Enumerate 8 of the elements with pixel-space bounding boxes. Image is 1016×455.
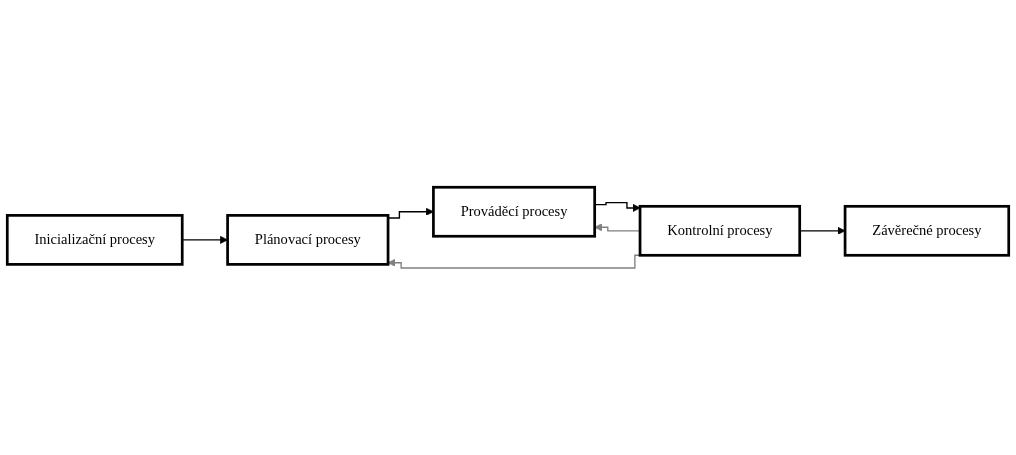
arrow (594, 201, 641, 212)
arrow (594, 223, 641, 232)
node-box: Plánovací procesy (226, 213, 390, 266)
node-box: Závěrečné procesy (843, 204, 1011, 257)
node-box: Inicializační procesy (5, 213, 184, 266)
arrow (799, 226, 846, 235)
node-box: Kontrolní procesy (638, 204, 802, 257)
node-box: Prováděcí procesy (432, 185, 597, 238)
